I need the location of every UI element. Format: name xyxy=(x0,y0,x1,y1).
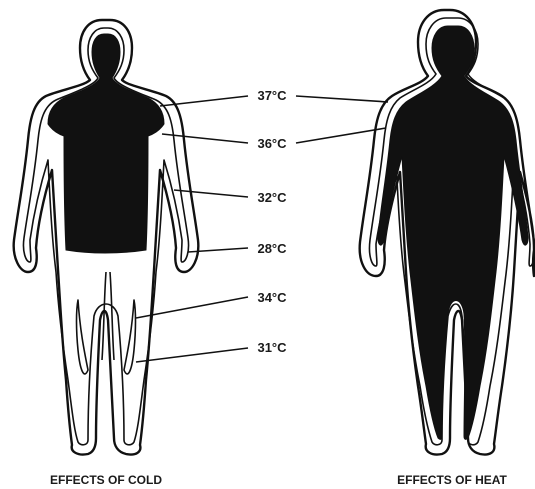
cold-core-region xyxy=(48,34,164,253)
cold-right-leg-shade xyxy=(124,300,136,374)
label-28c: 28°C xyxy=(257,241,287,256)
leader-32 xyxy=(174,190,248,197)
label-36c: 36°C xyxy=(257,136,287,151)
label-31c: 31°C xyxy=(257,340,287,355)
label-34c: 34°C xyxy=(257,290,287,305)
label-32c: 32°C xyxy=(257,190,287,205)
caption-effects-of-cold: EFFECTS OF COLD xyxy=(50,473,162,487)
leader-37-right xyxy=(296,96,388,102)
temperature-labels: 37°C 36°C 32°C 28°C 34°C 31°C xyxy=(257,88,287,355)
heat-body-figure xyxy=(360,10,534,455)
cold-body-figure xyxy=(14,20,199,455)
leader-31 xyxy=(136,348,248,362)
cold-left-leg-shade xyxy=(77,300,89,374)
leader-36-right xyxy=(296,128,386,143)
label-37c: 37°C xyxy=(257,88,287,103)
caption-effects-of-heat: EFFECTS OF HEAT xyxy=(397,473,507,487)
